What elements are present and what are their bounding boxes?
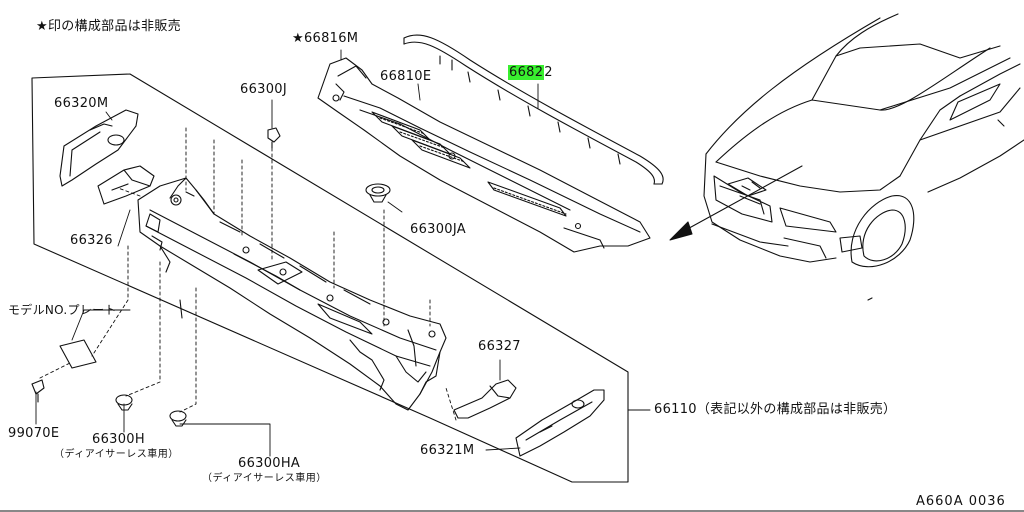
bracket-66320m <box>59 109 139 187</box>
part-label-66321m[interactable]: 66321M <box>420 443 475 458</box>
part-label-66300ha[interactable]: 66300HA <box>238 456 301 471</box>
cowl-seal <box>403 34 664 185</box>
location-arrow <box>669 165 803 241</box>
part-label-66300ja[interactable]: 66300JA <box>410 222 466 237</box>
part-label-66822-rest: 2 <box>544 65 553 80</box>
part-label-66822-highlight: 6682 <box>508 65 545 80</box>
grommet-66300ja <box>365 183 391 203</box>
part-label-66822[interactable]: 66822 <box>508 65 553 80</box>
part-label-99070e[interactable]: 99070E <box>8 426 60 441</box>
note-66300h: （ディアイサーレス車用） <box>54 449 179 460</box>
part-label-66816m[interactable]: ★66816M <box>292 31 359 46</box>
cowl-assembly <box>137 177 447 411</box>
fastener-66300ha <box>169 410 187 427</box>
part-label-66326[interactable]: 66326 <box>70 233 113 248</box>
part-label-66320m[interactable]: 66320M <box>54 96 109 111</box>
part-label-model-plate[interactable]: モデルNO.プレート <box>8 303 117 317</box>
assembly-frame <box>31 73 629 483</box>
diagram-code: A660A 0036 <box>916 494 1006 509</box>
clip-66300j <box>267 127 281 149</box>
part-label-66300h[interactable]: 66300H <box>92 432 145 447</box>
cowl-top-panel <box>317 57 651 253</box>
car-illustration <box>703 13 1024 301</box>
bracket-66321m <box>515 389 605 457</box>
model-plate <box>59 339 97 369</box>
fastener-99070e <box>31 379 45 403</box>
header-note: ★印の構成部品は非販売 <box>36 19 181 34</box>
part-label-66327[interactable]: 66327 <box>478 339 521 354</box>
note-66300ha: （ディアイサーレス車用） <box>202 473 327 484</box>
bracket-66327 <box>453 379 517 419</box>
part-label-66300j[interactable]: 66300J <box>240 82 287 97</box>
bracket-66326 <box>97 165 155 205</box>
part-label-66110[interactable]: 66110（表記以外の構成部品は非販売） <box>654 402 897 417</box>
part-label-66810e[interactable]: 66810E <box>380 69 432 84</box>
